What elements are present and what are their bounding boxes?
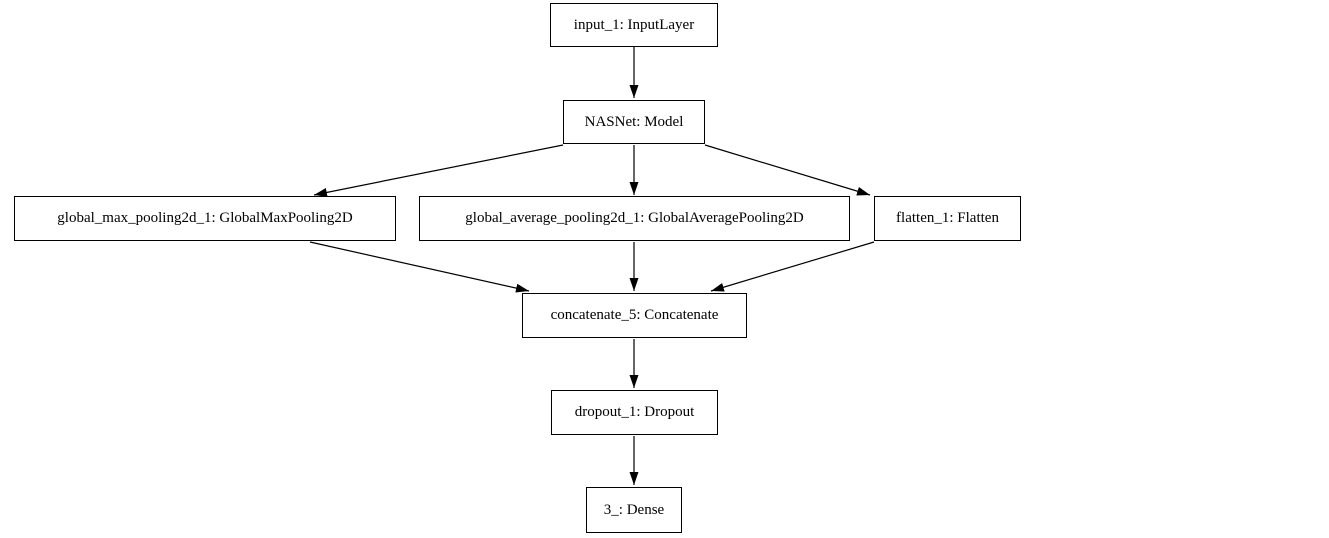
edge-nasnet-to-flatten bbox=[704, 144, 871, 196]
edge-flatten-to-concatenate bbox=[710, 241, 875, 292]
node-concatenate: concatenate_5: Concatenate bbox=[522, 293, 747, 338]
node-nasnet-model: NASNet: Model bbox=[563, 100, 705, 144]
edge-nasnet-to-globalmaxpool bbox=[313, 144, 564, 197]
node-global-max-pooling2d: global_max_pooling2d_1: GlobalMaxPooling… bbox=[14, 196, 396, 241]
node-dense: 3_: Dense bbox=[586, 487, 682, 533]
node-flatten: flatten_1: Flatten bbox=[874, 196, 1021, 241]
node-global-average-pooling2d: global_average_pooling2d_1: GlobalAverag… bbox=[419, 196, 850, 241]
node-input-layer: input_1: InputLayer bbox=[550, 3, 718, 47]
edge-globalmaxpool-to-concatenate bbox=[309, 241, 530, 293]
node-dropout: dropout_1: Dropout bbox=[551, 390, 718, 435]
